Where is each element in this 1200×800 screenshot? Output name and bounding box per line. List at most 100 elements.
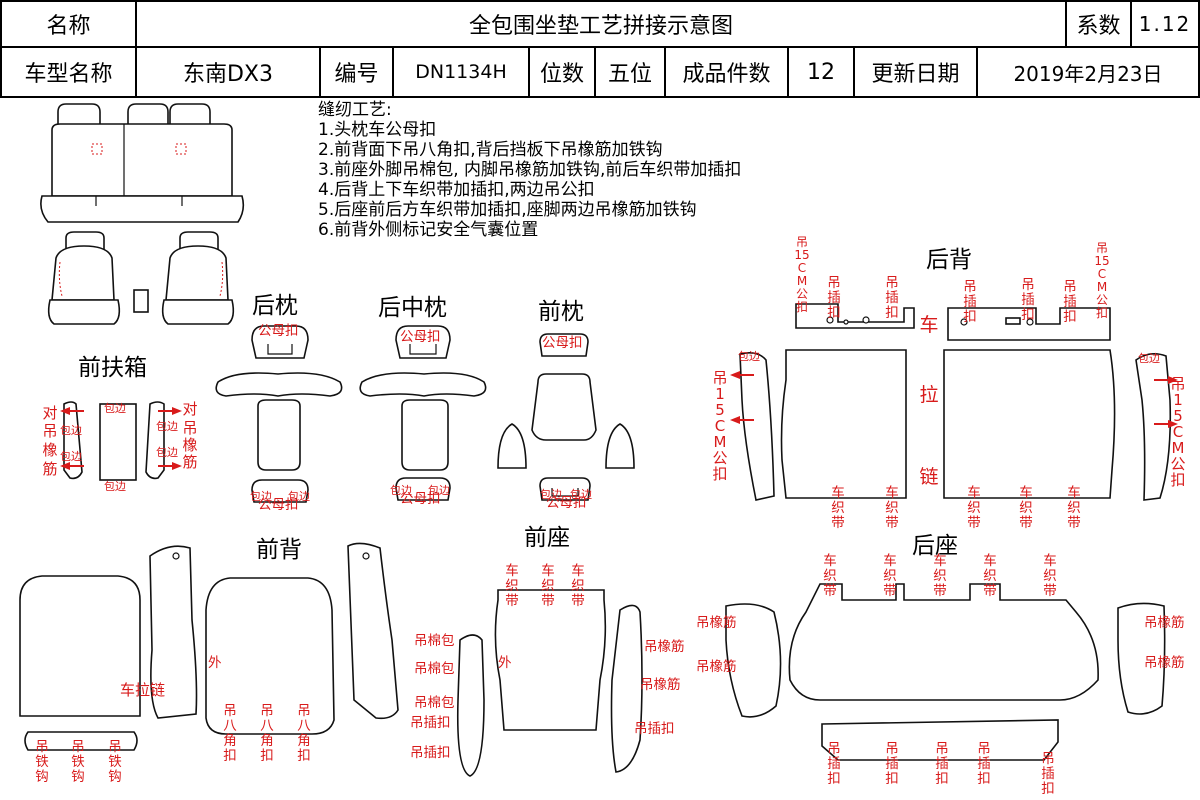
label-binding: 包边 [738, 350, 760, 363]
rear-back-pieces [730, 303, 1178, 501]
model-label: 车型名称 [0, 46, 137, 98]
label-diao-chakou: 吊插扣 [935, 741, 949, 787]
section-front-back: 前背 [256, 537, 302, 563]
label-che-zhidai: 车织带 [883, 553, 897, 599]
label-che-zhidai: 车织带 [1043, 553, 1057, 599]
label-che-zhidai: 车织带 [823, 553, 837, 599]
label-la: 拉 [919, 384, 939, 406]
label-binding: 包边 [250, 490, 272, 503]
label-diao-bajiaokou: 吊八角扣 [260, 703, 274, 764]
label-snap-mf: 公母扣 [400, 491, 441, 507]
label-diao-xiangjin: 吊橡筋 [640, 677, 681, 693]
label-binding: 包边 [288, 490, 310, 503]
label-diao-bajiaokou: 吊八角扣 [223, 703, 237, 764]
label-snap-mf: 公母扣 [546, 495, 587, 511]
label-diao-mianbao: 吊棉包 [414, 695, 455, 711]
section-front-seat: 前座 [524, 525, 570, 551]
label-che-zhidai: 车织带 [885, 485, 899, 531]
pieces-label: 成品件数 [664, 46, 789, 98]
label-diao-tiegou: 吊铁钩 [108, 739, 122, 785]
label-binding: 包边 [60, 424, 82, 437]
label-jin: 筋 [42, 460, 58, 478]
label-diao-xiangjin: 吊橡筋 [1144, 655, 1185, 671]
label-zipper-sew: 车拉链 [120, 681, 166, 699]
label-dui: 对 [182, 400, 198, 418]
label-binding: 包边 [570, 488, 592, 501]
model-value: 东南DX3 [135, 46, 321, 98]
label-binding: 包边 [60, 450, 82, 463]
label-che-zhidai: 车织带 [831, 485, 845, 531]
label-diao-xiangjin: 吊橡筋 [696, 615, 737, 631]
update-label: 更新日期 [853, 46, 978, 98]
front-seat-pieces [456, 589, 643, 777]
label-diao-xiangjin: 吊橡筋 [644, 639, 685, 655]
label-diao-tiegou: 吊铁钩 [71, 739, 85, 785]
label-che-zhidai: 车织带 [541, 563, 555, 609]
label-xiang: 橡 [42, 441, 58, 459]
section-front-headrest: 前枕 [538, 299, 584, 325]
label-diao: 吊 [42, 422, 58, 440]
label-snap-mf: 公母扣 [258, 323, 299, 339]
label-binding: 包边 [104, 402, 126, 415]
note-line: 1.头枕车公母扣 [318, 120, 437, 140]
section-rear-headrest: 后枕 [252, 293, 298, 319]
label-che-zhidai: 车织带 [505, 563, 519, 609]
label-binding: 包边 [428, 484, 450, 497]
update-value: 2019年2月23日 [976, 46, 1200, 98]
label-che-zhidai: 车织带 [967, 485, 981, 531]
label-diao-mianbao: 吊棉包 [414, 633, 455, 649]
coef-label: 系数 [1065, 0, 1132, 48]
label-diao-xiangjin: 吊橡筋 [182, 419, 198, 471]
label-binding: 包边 [104, 480, 126, 493]
label-snap-mf: 公母扣 [258, 497, 299, 513]
label-che-zhidai: 车织带 [571, 563, 585, 609]
label-diao-chakou: 吊插扣 [410, 715, 451, 731]
seat-overview-rear [40, 103, 245, 223]
label-diao-chakou: 吊插扣 [1021, 277, 1035, 323]
armrest-pieces [60, 401, 182, 481]
label-binding: 包边 [156, 420, 178, 433]
rear-headrest-pieces [215, 325, 343, 503]
label-diao-xiangjin: 吊橡筋 [696, 659, 737, 675]
label-diao-chakou: 吊插扣 [827, 275, 841, 321]
label-diao-chakou: 吊插扣 [963, 279, 977, 325]
label-che-zhidai: 车织带 [983, 553, 997, 599]
label-diao-15cm: 吊15CM公扣 [794, 235, 810, 314]
front-headrest-pieces [497, 333, 635, 501]
rear-mid-headrest-pieces [359, 325, 487, 501]
rear-seat-pieces [725, 583, 1166, 761]
section-rear-mid-headrest: 后中枕 [378, 295, 447, 321]
seat-overview-front [47, 231, 235, 325]
label-diao-chakou: 吊插扣 [885, 275, 899, 321]
seats-label: 位数 [528, 46, 596, 98]
sewing-notes: 缝纫工艺: 1.头枕车公母扣 2.前背面下吊八角扣,背后挡板下吊橡筋加铁钩 3.… [318, 100, 741, 240]
label-diao-chakou: 吊插扣 [634, 721, 675, 737]
label-diao-xiangjin: 吊橡筋 [1144, 615, 1185, 631]
section-rear-seat: 后座 [912, 533, 958, 559]
label-diao-chakou: 吊插扣 [410, 745, 451, 761]
notes-heading: 缝纫工艺: [318, 100, 392, 120]
label-diao-15cm: 吊15CM公扣 [1170, 375, 1186, 489]
label-diao-chakou: 吊插扣 [1041, 751, 1055, 797]
note-line: 6.前背外侧标记安全气囊位置 [318, 220, 539, 240]
label-lian: 链 [919, 466, 939, 488]
front-back-pieces [19, 542, 399, 751]
section-front-armrest: 前扶箱 [78, 355, 147, 381]
label-che-zhidai: 车织带 [933, 553, 947, 599]
label-snap-mf: 公母扣 [542, 335, 583, 351]
label-binding: 包边 [540, 488, 562, 501]
note-line: 5.后座前后方车织带加插扣,座脚两边吊橡筋加铁钩 [318, 200, 697, 220]
label-binding: 包边 [156, 446, 178, 459]
note-line: 3.前座外脚吊棉包, 内脚吊橡筋加铁钩,前后车织带加插扣 [318, 160, 742, 180]
note-line: 2.前背面下吊八角扣,背后挡板下吊橡筋加铁钩 [318, 140, 663, 160]
label-diao-bajiaokou: 吊八角扣 [297, 703, 311, 764]
note-line: 4.后背上下车织带加插扣,两边吊公扣 [318, 180, 595, 200]
label-diao-15cm: 吊15CM公扣 [1094, 241, 1110, 320]
label-wai: 外 [498, 655, 512, 671]
label-snap-mf: 公母扣 [400, 329, 441, 345]
label-diao-chakou: 吊插扣 [977, 741, 991, 787]
label-diao-tiegou: 吊铁钩 [35, 739, 49, 785]
label-che-zhidai: 车织带 [1019, 485, 1033, 531]
